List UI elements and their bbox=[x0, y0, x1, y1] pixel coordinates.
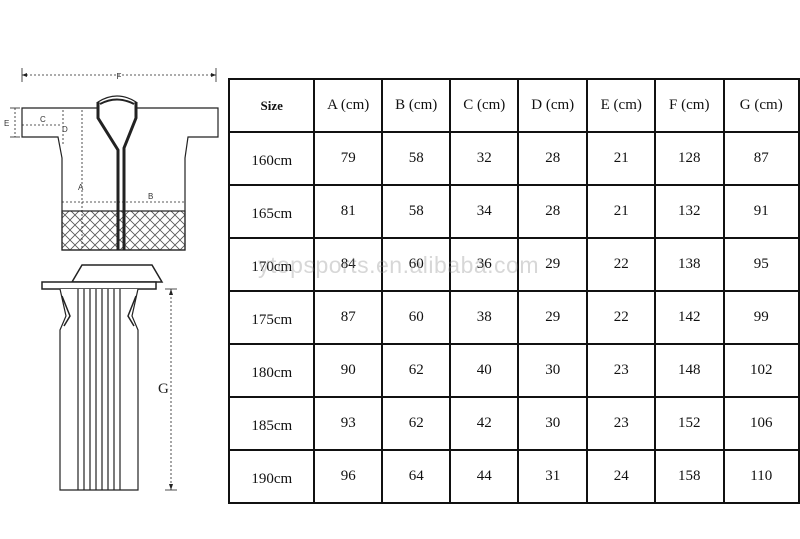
garment-diagram: F E C D A B G bbox=[4, 68, 219, 491]
header-e: E (cm) bbox=[586, 78, 656, 133]
label-g: G bbox=[158, 381, 169, 397]
table-cell: 29 bbox=[516, 290, 589, 345]
hakama-diagram bbox=[41, 264, 177, 491]
label-c: C bbox=[40, 115, 46, 124]
table-cell: 106 bbox=[722, 396, 800, 451]
table-cell: 60 bbox=[380, 290, 452, 345]
table-cell: 62 bbox=[380, 396, 452, 451]
table-row: 160cm 79 58 32 28 21 128 87 bbox=[227, 131, 800, 186]
table-cell: 165cm bbox=[227, 184, 316, 239]
table-cell: 79 bbox=[313, 131, 383, 186]
table-cell: 24 bbox=[586, 449, 656, 504]
table-cell: 23 bbox=[586, 343, 656, 398]
label-e: E bbox=[4, 119, 9, 128]
table-cell: 21 bbox=[586, 131, 656, 186]
table-cell: 22 bbox=[586, 237, 656, 292]
label-b: B bbox=[148, 192, 153, 201]
table-row: 175cm 87 60 38 29 22 142 99 bbox=[227, 290, 800, 345]
table-cell: 64 bbox=[380, 449, 452, 504]
header-g: G (cm) bbox=[722, 78, 800, 133]
table-row: 185cm 93 62 42 30 23 152 106 bbox=[227, 396, 800, 451]
header-d: D (cm) bbox=[516, 78, 589, 133]
table-cell: 42 bbox=[449, 396, 519, 451]
table-cell: 138 bbox=[654, 237, 725, 292]
table-cell: 28 bbox=[516, 184, 589, 239]
table-cell: 91 bbox=[722, 184, 800, 239]
table-cell: 175cm bbox=[227, 290, 316, 345]
size-chart-table: Size A (cm) B (cm) C (cm) D (cm) E (cm) … bbox=[227, 78, 800, 504]
table-cell: 44 bbox=[449, 449, 519, 504]
table-cell: 148 bbox=[654, 343, 725, 398]
table-cell: 38 bbox=[449, 290, 519, 345]
table-cell: 158 bbox=[654, 449, 725, 504]
table-cell: 21 bbox=[586, 184, 656, 239]
table-cell: 23 bbox=[586, 396, 656, 451]
header-size: Size bbox=[227, 78, 316, 133]
table-cell: 30 bbox=[516, 343, 589, 398]
table-cell: 62 bbox=[380, 343, 452, 398]
table-cell: 99 bbox=[722, 290, 800, 345]
header-f: F (cm) bbox=[654, 78, 725, 133]
header-c: C (cm) bbox=[449, 78, 519, 133]
table-cell: 29 bbox=[516, 237, 589, 292]
table-cell: 180cm bbox=[227, 343, 316, 398]
table-cell: 93 bbox=[313, 396, 383, 451]
table-cell: 58 bbox=[380, 131, 452, 186]
table-cell: 84 bbox=[313, 237, 383, 292]
table-cell: 110 bbox=[722, 449, 800, 504]
table-cell: 170cm bbox=[227, 237, 316, 292]
table-cell: 87 bbox=[722, 131, 800, 186]
table-cell: 30 bbox=[516, 396, 589, 451]
label-a: A bbox=[78, 183, 84, 192]
table-cell: 36 bbox=[449, 237, 519, 292]
table-header-row: Size A (cm) B (cm) C (cm) D (cm) E (cm) … bbox=[227, 78, 800, 133]
table-cell: 96 bbox=[313, 449, 383, 504]
label-f: F bbox=[117, 72, 122, 81]
table-cell: 40 bbox=[449, 343, 519, 398]
table-cell: 160cm bbox=[227, 131, 316, 186]
table-cell: 185cm bbox=[227, 396, 316, 451]
jacket-diagram bbox=[10, 68, 219, 251]
table-cell: 128 bbox=[654, 131, 725, 186]
table-cell: 34 bbox=[449, 184, 519, 239]
table-cell: 31 bbox=[516, 449, 589, 504]
table-row: 190cm 96 64 44 31 24 158 110 bbox=[227, 449, 800, 504]
table-row: 170cm 84 60 36 29 22 138 95 bbox=[227, 237, 800, 292]
table-cell: 190cm bbox=[227, 449, 316, 504]
table-cell: 132 bbox=[654, 184, 725, 239]
label-d: D bbox=[62, 125, 68, 134]
table-cell: 95 bbox=[722, 237, 800, 292]
header-a: A (cm) bbox=[313, 78, 383, 133]
table-cell: 142 bbox=[654, 290, 725, 345]
table-cell: 58 bbox=[380, 184, 452, 239]
table-cell: 32 bbox=[449, 131, 519, 186]
table-cell: 28 bbox=[516, 131, 589, 186]
table-row: 180cm 90 62 40 30 23 148 102 bbox=[227, 343, 800, 398]
table-cell: 81 bbox=[313, 184, 383, 239]
table-cell: 90 bbox=[313, 343, 383, 398]
table-cell: 22 bbox=[586, 290, 656, 345]
table-cell: 152 bbox=[654, 396, 725, 451]
table-cell: 60 bbox=[380, 237, 452, 292]
table-cell: 102 bbox=[722, 343, 800, 398]
header-b: B (cm) bbox=[380, 78, 452, 133]
table-cell: 87 bbox=[313, 290, 383, 345]
table-row: 165cm 81 58 34 28 21 132 91 bbox=[227, 184, 800, 239]
